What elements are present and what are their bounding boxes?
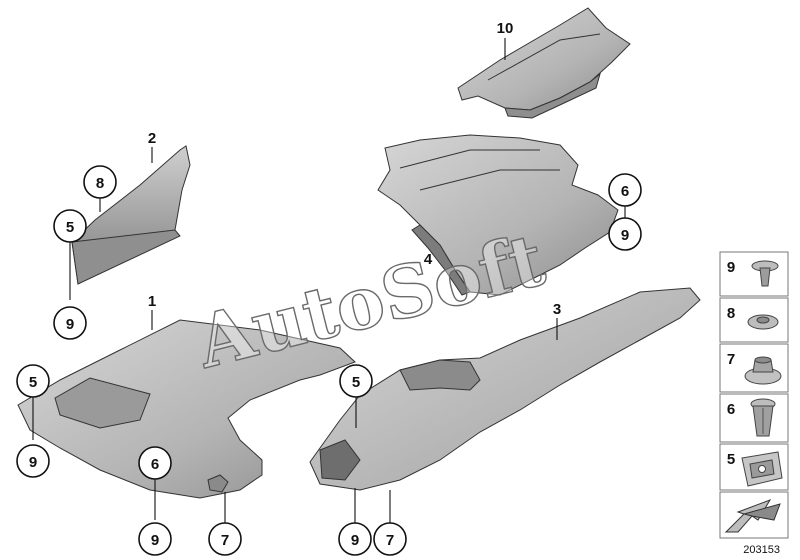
part-10-shield bbox=[457, 7, 631, 119]
callout-9: 9 bbox=[66, 316, 74, 333]
callout-3: 3 bbox=[553, 301, 561, 318]
callout-9: 9 bbox=[351, 532, 359, 549]
callout-9-circle bbox=[16, 444, 50, 478]
callout-6: 6 bbox=[621, 183, 629, 200]
part-4-shield bbox=[377, 134, 619, 296]
callout-5: 5 bbox=[66, 219, 74, 236]
legend-label-9: 9 bbox=[727, 259, 735, 276]
callout-4: 4 bbox=[424, 251, 433, 268]
callout-2: 2 bbox=[148, 130, 156, 147]
legend-label-8: 8 bbox=[727, 305, 735, 322]
callout-9: 9 bbox=[151, 532, 159, 549]
callout-9-circle bbox=[53, 306, 87, 340]
callout-9: 9 bbox=[621, 227, 629, 244]
callout-10: 10 bbox=[497, 20, 514, 37]
callout-7: 7 bbox=[386, 532, 394, 549]
callout-8: 8 bbox=[96, 175, 104, 192]
callout-9-circle bbox=[138, 522, 172, 556]
part-3-panel bbox=[309, 287, 701, 491]
callout-5: 5 bbox=[29, 374, 37, 391]
collar-nut-icon bbox=[744, 356, 782, 385]
fastener-legend: 9 8 7 6 5 bbox=[719, 251, 789, 539]
legend-label-5: 5 bbox=[727, 451, 735, 468]
expansion-nut-icon bbox=[750, 398, 776, 437]
callout-1: 1 bbox=[148, 293, 156, 310]
spring-nut-icon bbox=[741, 451, 783, 487]
push-rivet-icon bbox=[751, 260, 779, 287]
legend-label-6: 6 bbox=[727, 401, 735, 418]
callout-9-circle bbox=[608, 217, 642, 251]
part-2-strip bbox=[71, 145, 191, 285]
part-1-panel bbox=[17, 319, 356, 499]
callout-7: 7 bbox=[221, 532, 229, 549]
callout-5: 5 bbox=[352, 374, 360, 391]
legend-box bbox=[719, 251, 789, 297]
reference-number: 203153 bbox=[743, 544, 780, 556]
legend-label-7: 7 bbox=[727, 351, 735, 368]
washer-nut-icon bbox=[747, 314, 779, 330]
arrow-icon bbox=[724, 499, 781, 533]
callout-6: 6 bbox=[151, 456, 159, 473]
callout-9: 9 bbox=[29, 454, 37, 471]
